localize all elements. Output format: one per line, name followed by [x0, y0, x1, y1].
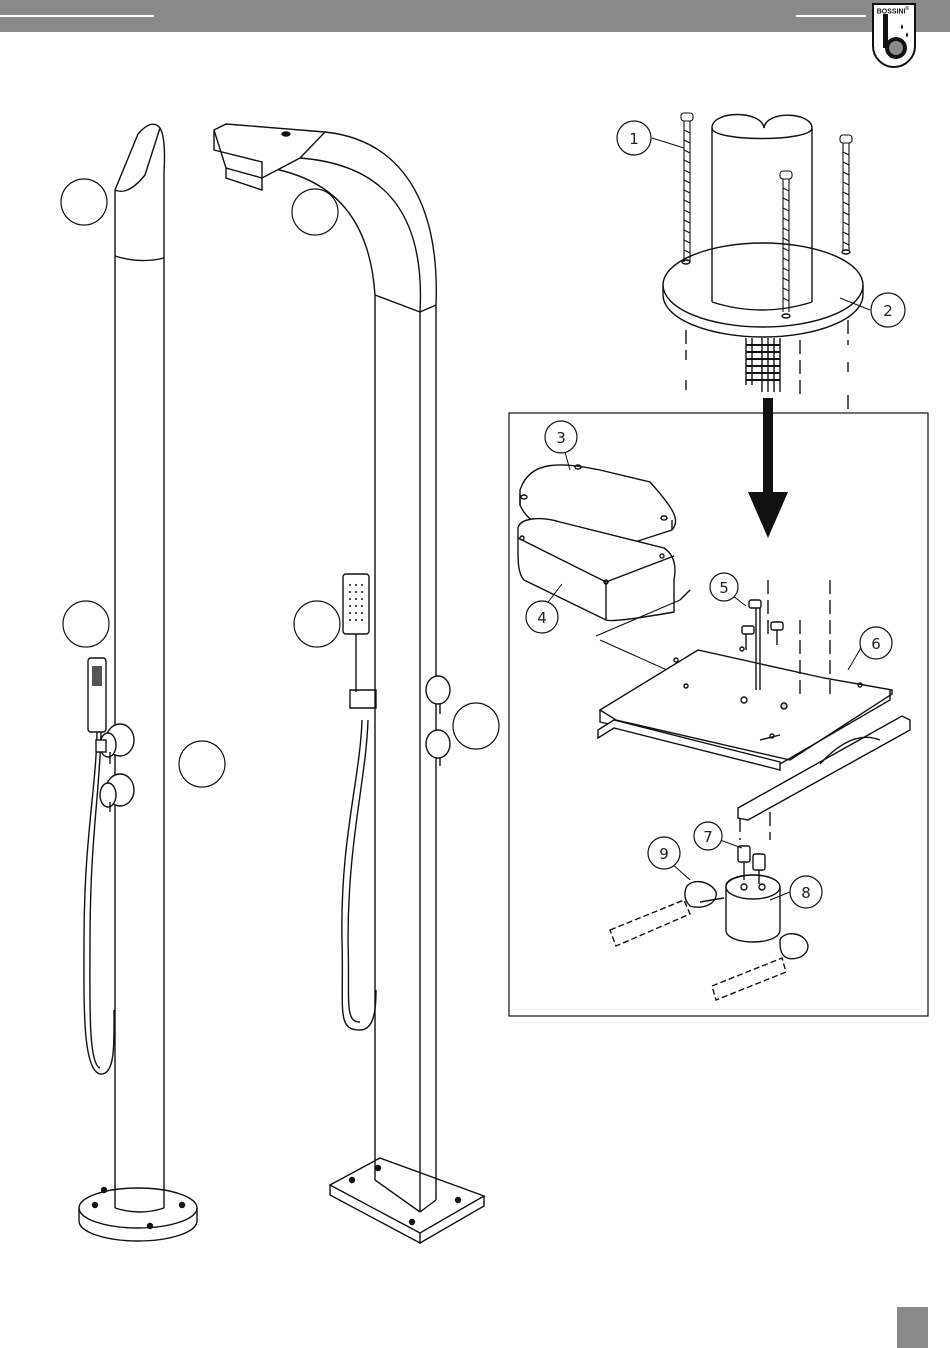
callout-8: 9	[659, 845, 669, 863]
callout-6: 6	[871, 635, 881, 653]
base-flange-detail	[663, 113, 863, 415]
callout-3: 3	[556, 429, 566, 447]
down-arrow-icon	[748, 398, 788, 538]
shower-column-square	[214, 124, 484, 1243]
mounting-plate-assembly	[598, 580, 910, 840]
callout-7: 7	[703, 828, 713, 846]
callout-1: 1	[629, 130, 639, 148]
callout-2: 2	[883, 302, 893, 320]
page-marker	[897, 1307, 928, 1348]
callout-9: 8	[801, 884, 811, 902]
callout-5: 5	[719, 579, 729, 597]
shower-column-round	[79, 124, 197, 1241]
valve-assembly	[610, 846, 808, 1000]
callout-4: 4	[537, 609, 547, 627]
